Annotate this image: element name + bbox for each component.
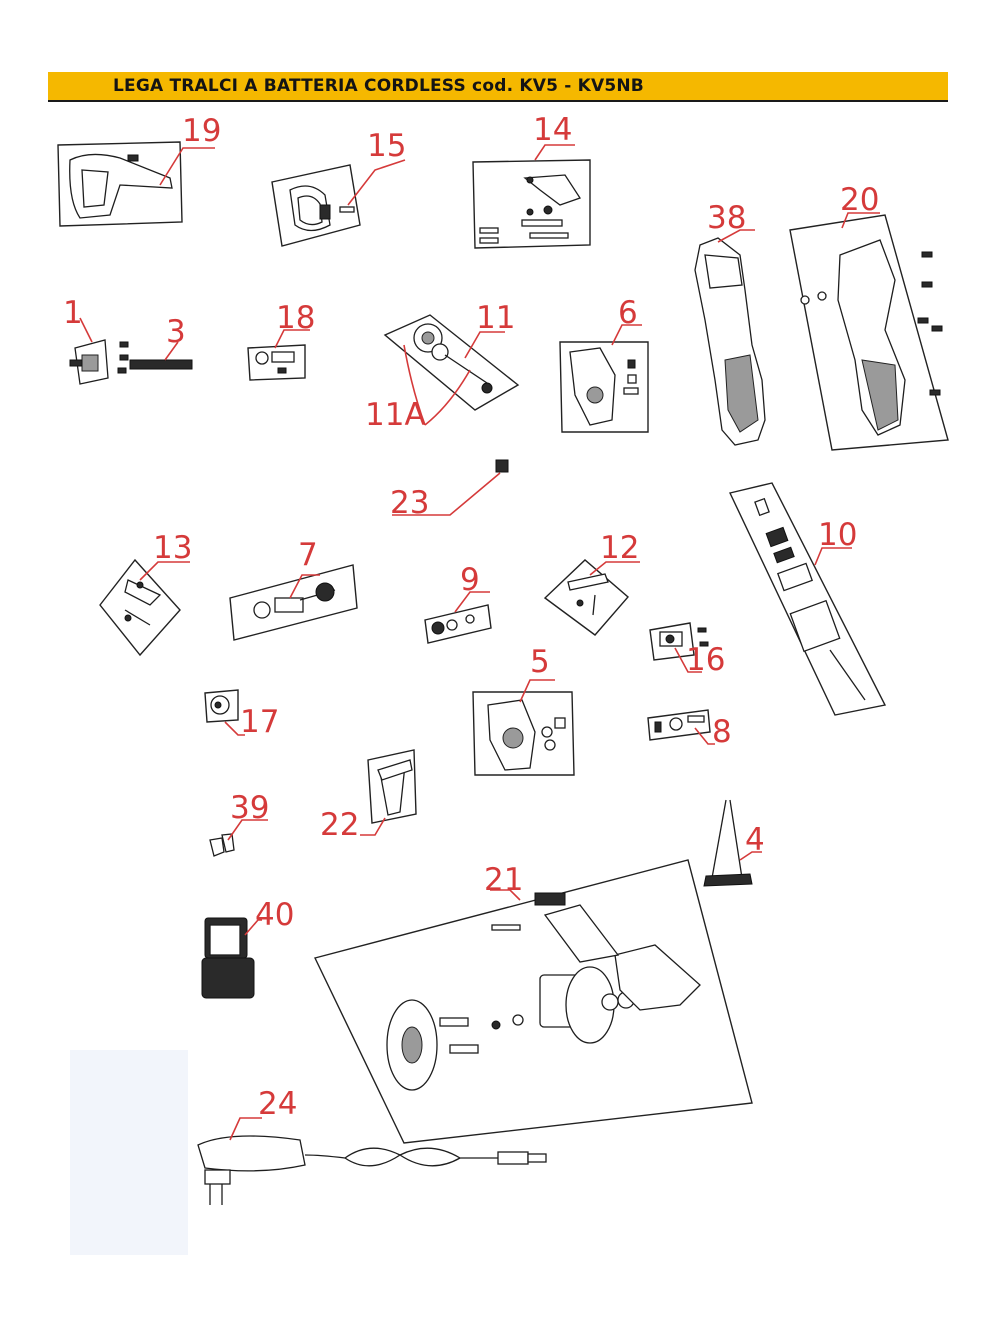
part-16-label: 16 [686,642,725,678]
part-1-label: 1 [63,295,83,331]
part-14-label: 14 [533,112,572,148]
part-11a-label: 11A [365,397,426,433]
part-13-label: 13 [153,530,192,566]
part-38-label: 38 [707,200,746,236]
part-7-group: 7 [229,537,358,641]
part-3-label: 3 [166,314,186,350]
part-39-group: 39 [209,790,269,857]
part-40-group: 40 [201,897,294,999]
part-4-label: 4 [745,822,765,858]
part-19-label: 19 [182,113,221,149]
title-bar: LEGA TRALCI A BATTERIA CORDLESS cod. KV5… [48,72,948,102]
part-12-group: 12 [543,530,640,636]
part-15-group: 15 [271,128,406,247]
part-7-label: 7 [298,537,318,573]
part-6-label: 6 [618,295,638,331]
part-9-label: 9 [460,562,480,598]
part-11-group: 11 11A [365,300,520,433]
part-20-group: 20 [789,182,949,451]
part-22-label: 22 [320,807,359,843]
part-8-group: 8 [647,709,732,750]
part-13-group: 13 [99,530,192,657]
part-23-label: 23 [390,485,429,521]
part-39-label: 39 [230,790,269,826]
part-17-group: 17 [204,689,279,740]
part-40-label: 40 [255,897,294,933]
part-24-label: 24 [258,1086,297,1122]
part-18-label: 18 [276,300,315,336]
part-23-group: 23 [390,459,509,521]
part-16-group: 16 [649,622,725,678]
part-19-group: 19 [57,113,221,227]
part-17-label: 17 [240,704,279,740]
part-12-label: 12 [600,530,639,566]
faded-watermark-area [70,1050,188,1255]
part-10-group: 10 [728,482,887,716]
part-5-label: 5 [530,644,550,680]
part-24-group: 24 [197,1086,547,1205]
page-title: LEGA TRALCI A BATTERIA CORDLESS cod. KV5… [113,76,644,96]
part-11-label: 11 [476,300,515,336]
part-18-group: 18 [247,300,315,381]
part-21-label: 21 [484,862,523,898]
part-21-group: 21 [314,859,753,1144]
part-22-group: 22 [320,749,417,843]
part-6-group: 6 [559,295,649,433]
part-8-label: 8 [712,714,732,750]
part-14-group: 14 [472,112,591,249]
part-10-label: 10 [818,517,857,553]
part-4-group: 4 [703,799,765,887]
part-5-group: 5 [472,644,575,776]
part-20-label: 20 [840,182,879,218]
part-9-group: 9 [424,562,492,644]
part-38-group: 38 [694,200,766,446]
part-15-label: 15 [367,128,406,164]
part-1-3-group: 1 3 [63,295,193,385]
